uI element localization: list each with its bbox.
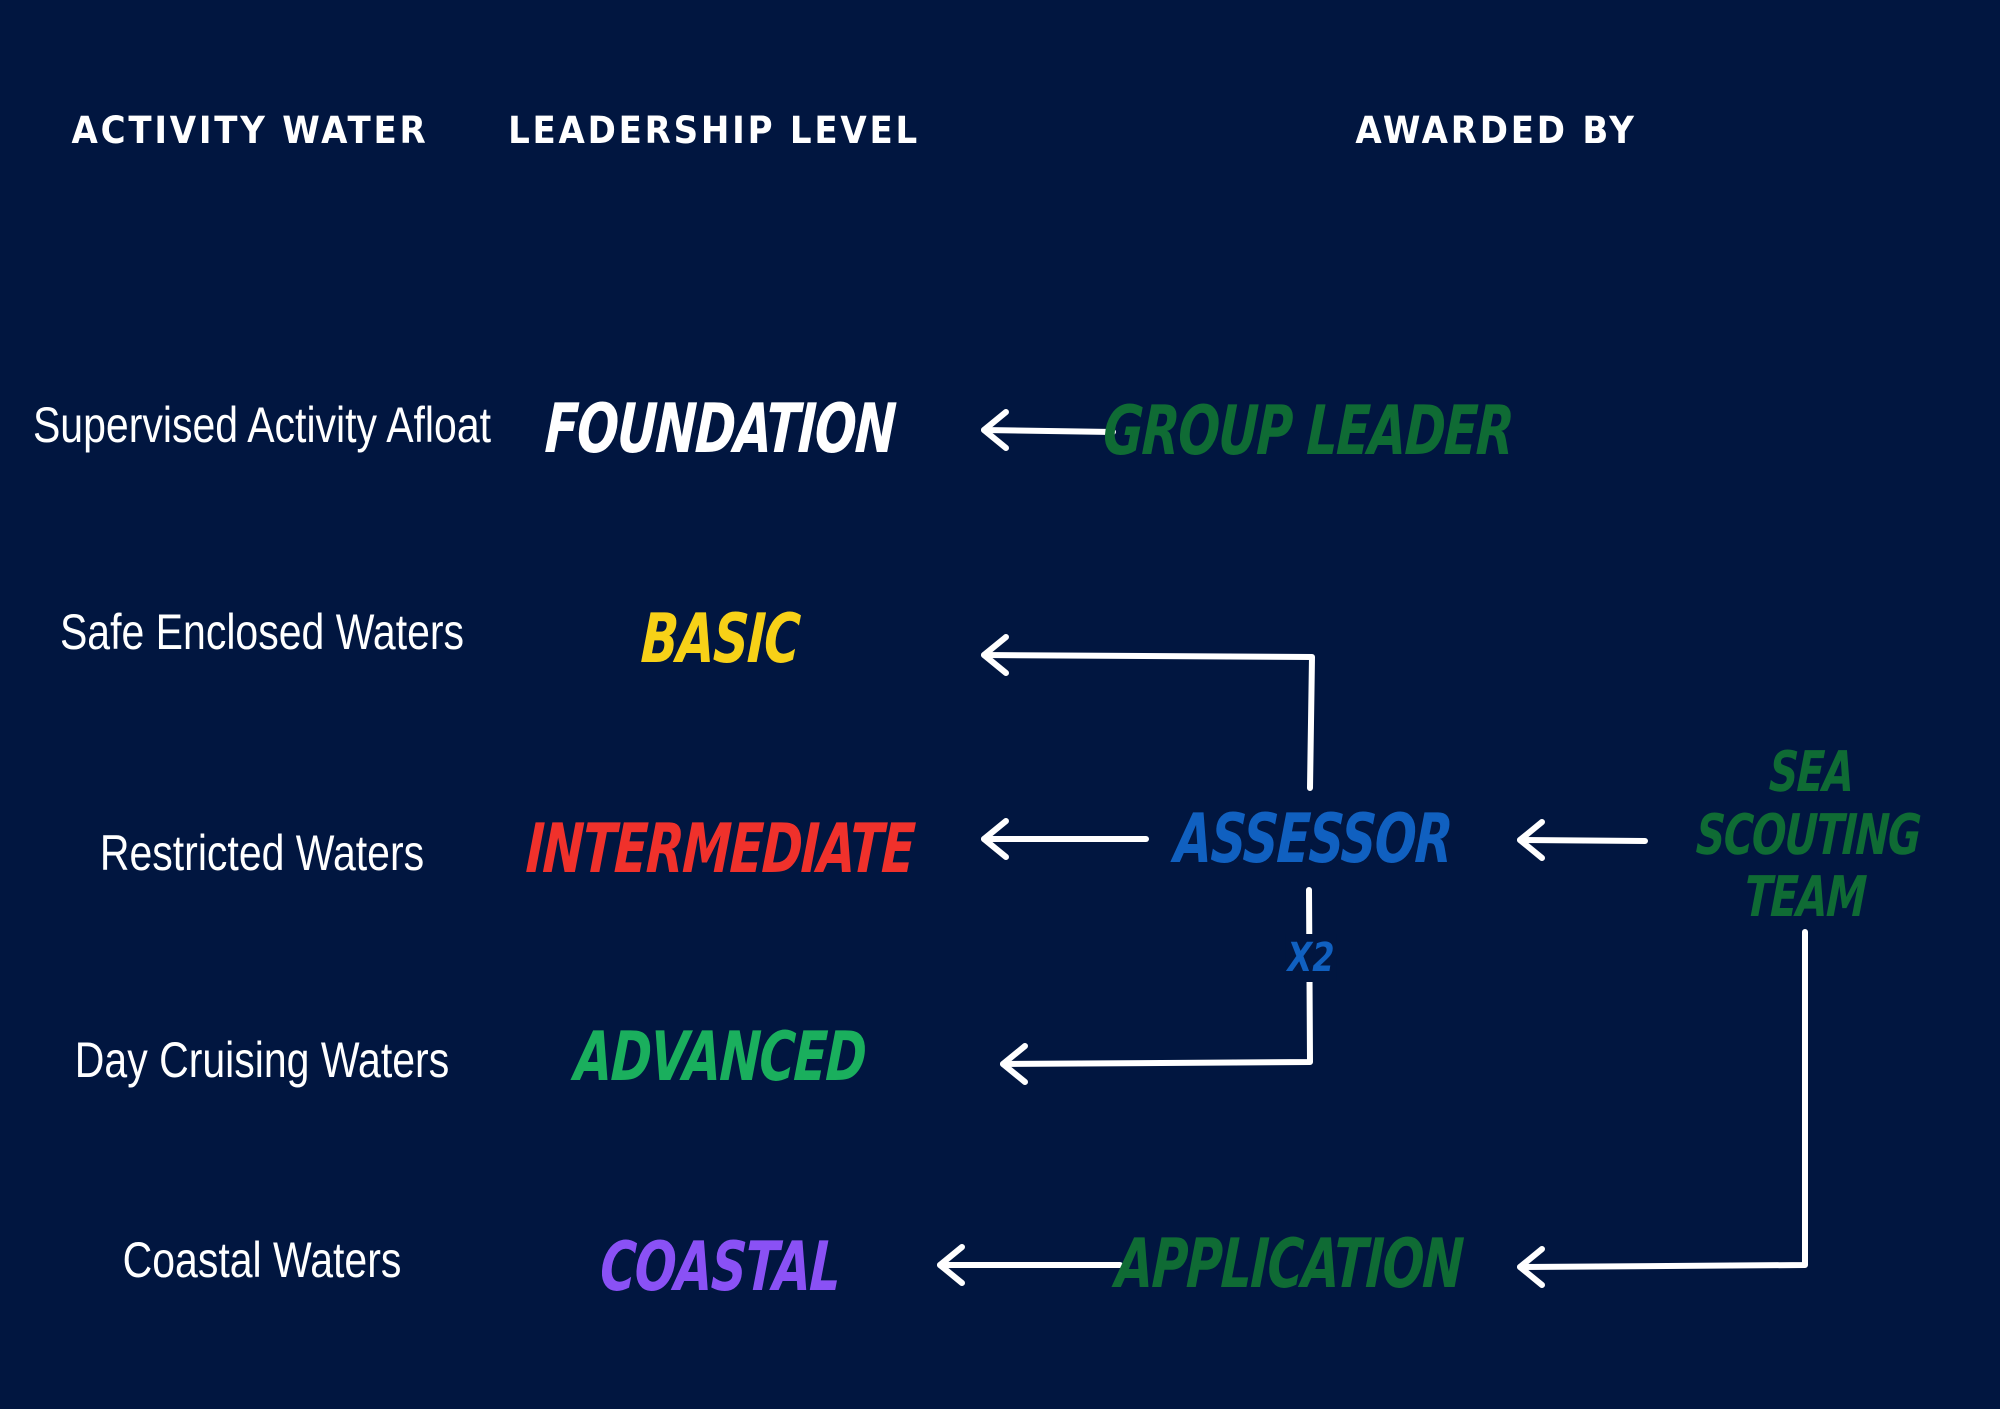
level-basic: BASIC <box>639 600 801 679</box>
node-assessor: ASSESSOR <box>1172 800 1454 879</box>
arrow-team-to-application <box>1517 929 1808 1288</box>
assessor-multiplier: X2 <box>1285 934 1337 982</box>
arrow-team-to-assessor <box>1517 819 1648 861</box>
arrow-assessor-to-intermediate <box>981 818 1149 860</box>
water-supervised-activity-afloat: Supervised Activity Afloat <box>32 397 492 453</box>
arrow-assessor-to-advanced <box>1000 887 1313 1085</box>
level-coastal: COASTAL <box>598 1228 842 1307</box>
arrow-assessor-to-basic <box>981 634 1315 791</box>
level-foundation: FOUNDATION <box>543 390 897 469</box>
water-safe-enclosed: Safe Enclosed Waters <box>59 604 465 660</box>
level-intermediate: INTERMEDIATE <box>524 810 916 889</box>
header-leadership-level: LEADERSHIP LEVEL <box>508 109 920 152</box>
water-restricted: Restricted Waters <box>99 825 425 881</box>
arrow-application-to-coastal <box>937 1244 1123 1286</box>
water-day-cruising: Day Cruising Waters <box>74 1032 450 1088</box>
header-awarded-by: AWARDED BY <box>1355 109 1637 152</box>
node-application: APPLICATION <box>1113 1225 1465 1304</box>
water-coastal: Coastal Waters <box>122 1232 402 1288</box>
level-advanced: ADVANCED <box>572 1018 868 1097</box>
arrow-group-leader-to-foundation <box>981 409 1116 451</box>
header-activity-water: ACTIVITY WATER <box>71 109 429 152</box>
node-sea-scouting-team: SEA SCOUTING TEAM <box>1694 739 1922 931</box>
node-group-leader: GROUP LEADER <box>1101 392 1515 471</box>
